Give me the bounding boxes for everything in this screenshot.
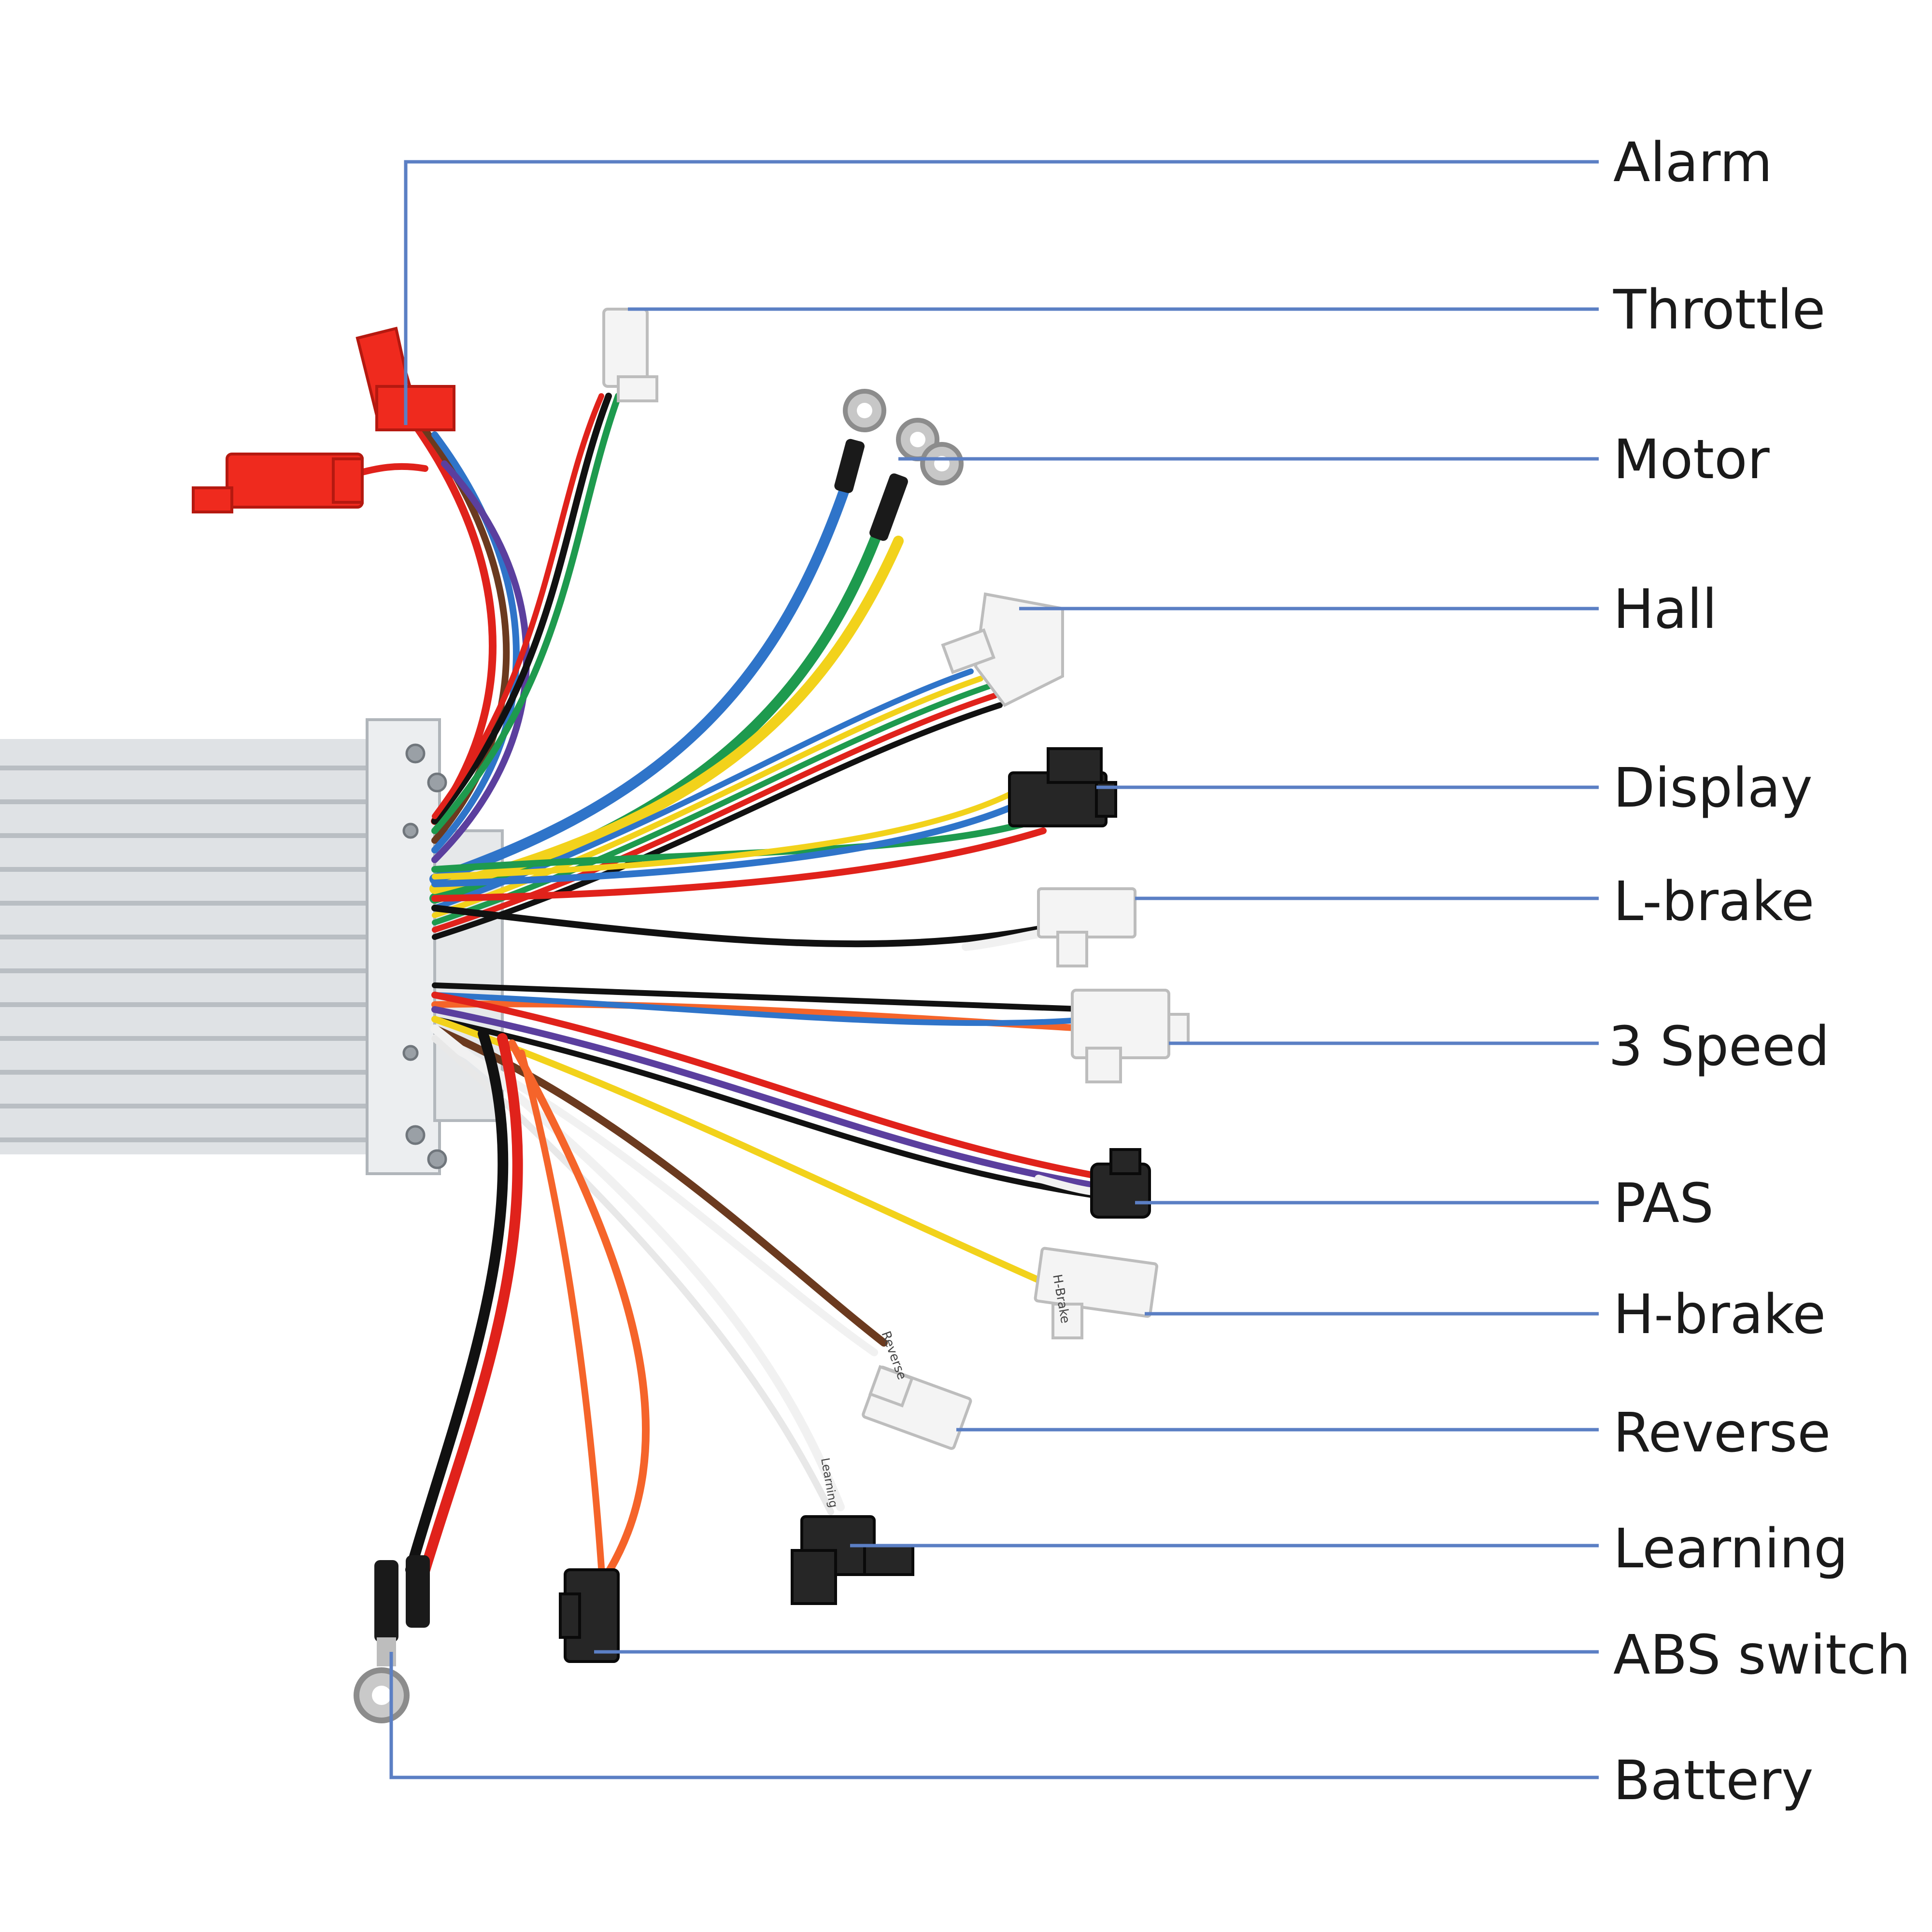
- throttle-wire-green: [431, 393, 622, 834]
- learning-connector: [791, 1515, 914, 1605]
- battery-wire-black: [405, 1028, 509, 1575]
- label-reverse: Reverse: [1613, 1402, 1831, 1464]
- hall-wire-black: [432, 702, 1003, 940]
- abs-wire-orange-2: [518, 1050, 607, 1607]
- hall-wire-green: [432, 683, 993, 925]
- three-speed-connector: [1071, 989, 1190, 1083]
- label-motor: Motor: [1613, 428, 1770, 491]
- controller-housing: [0, 718, 504, 1175]
- reverse-connector: [862, 1364, 972, 1450]
- abs-switch-connector: [559, 1568, 620, 1663]
- connectors: [192, 308, 1190, 1723]
- throttle-wire-red: [432, 393, 604, 819]
- alarm-lead-red: [354, 463, 428, 477]
- display-wire-blue: [431, 798, 1027, 887]
- wire-harness: [354, 393, 1115, 1607]
- housing-fins: [0, 766, 382, 1142]
- display-wire-red: [431, 827, 1047, 902]
- label-three-speed: 3 Speed: [1608, 1015, 1830, 1078]
- housing-screws: [402, 743, 447, 1169]
- leader-battery: [389, 1652, 1599, 1779]
- battery-wire-red: [420, 1033, 523, 1575]
- pas-wire-black: [432, 1016, 1114, 1201]
- label-battery: Battery: [1613, 1749, 1814, 1812]
- l-brake-wire-black: [431, 905, 1051, 948]
- pas-connector: [1090, 1148, 1151, 1219]
- label-abs-switch: ABS switch: [1613, 1624, 1911, 1687]
- display-connector: [1008, 747, 1117, 827]
- motor-wire-blue: [429, 468, 855, 884]
- pas-wire-red: [431, 992, 1114, 1182]
- l-brake-connector: [1037, 887, 1136, 967]
- motor-wire-yellow: [429, 536, 904, 894]
- label-pas: PAS: [1613, 1172, 1714, 1235]
- display-wire-green: [431, 818, 1037, 873]
- label-l-brake: L-brake: [1613, 870, 1814, 933]
- reverse-wire-brown: [431, 1025, 888, 1347]
- alarm-connector: [192, 327, 455, 513]
- hall-connector: [941, 592, 1064, 707]
- throttle-connector: [602, 308, 658, 402]
- leader-alarm: [404, 160, 1599, 425]
- label-h-brake: H-brake: [1613, 1283, 1826, 1346]
- label-hall: Hall: [1613, 578, 1717, 641]
- abs-wire-orange: [508, 1039, 650, 1598]
- throttle-wire-black: [431, 393, 612, 824]
- label-learning: Learning: [1613, 1518, 1848, 1580]
- callout-labels: Alarm Throttle Motor Hall Display L-brak…: [1608, 131, 1911, 1812]
- three-speed-wire-black: [432, 982, 1094, 1012]
- label-alarm: Alarm: [1613, 131, 1773, 194]
- three-speed-wire-blue: [432, 992, 1094, 1026]
- h-brake-connector: [1034, 1247, 1159, 1339]
- label-throttle: Throttle: [1613, 279, 1825, 341]
- battery-terminals: [354, 1555, 430, 1723]
- leader-lines: [389, 160, 1599, 1779]
- label-display: Display: [1613, 757, 1813, 820]
- pas-wire-purple: [431, 1006, 1114, 1192]
- display-wire-yellow: [432, 789, 1017, 880]
- motor-terminals: [834, 389, 964, 541]
- learning-wire-white: [430, 1024, 845, 1511]
